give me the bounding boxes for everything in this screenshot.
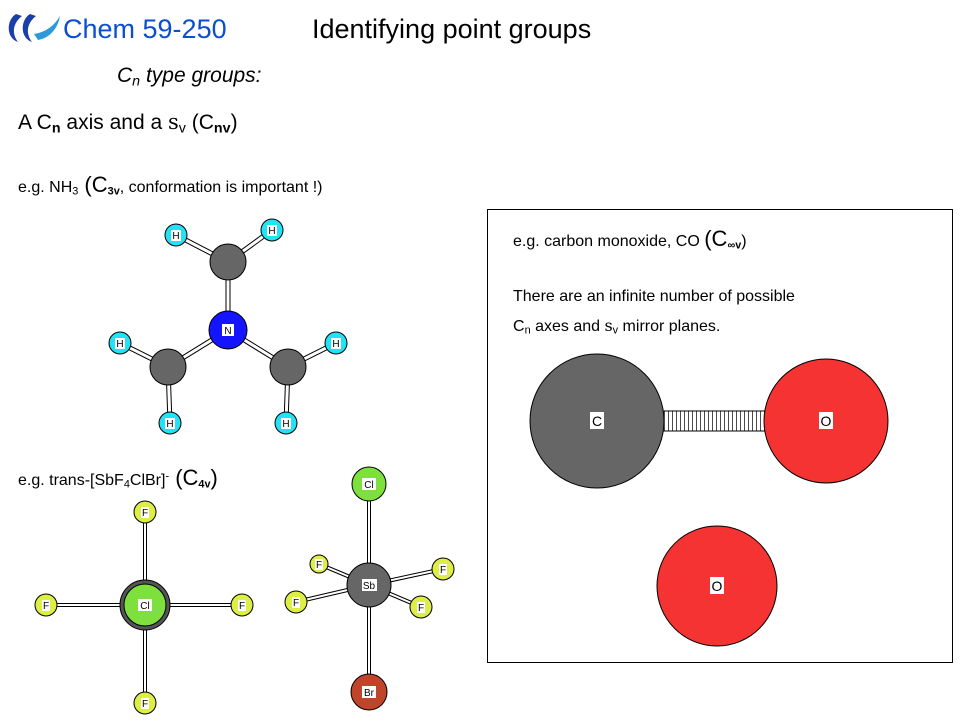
atom-label-H: H bbox=[282, 419, 289, 430]
atom-label-Cl: Cl bbox=[140, 601, 149, 612]
co-note-line-1: There are an infinite number of possible bbox=[513, 288, 795, 305]
section-subtitle: Cn type groups: bbox=[117, 64, 262, 90]
course-title: Chem 59-250 bbox=[63, 14, 227, 44]
atom-label-O: O bbox=[712, 578, 723, 594]
atom-label-Cl: Cl bbox=[364, 480, 373, 491]
co-molecule: C O bbox=[529, 353, 889, 489]
atom-label-C: C bbox=[592, 413, 602, 429]
atom-label-H: H bbox=[332, 339, 339, 350]
atom-label-H: H bbox=[172, 231, 179, 242]
atom-label-H: H bbox=[166, 419, 173, 430]
atom-label-H: H bbox=[268, 226, 275, 237]
nh3-atom-labels: N H H H H H H bbox=[115, 225, 341, 430]
university-logo-icon bbox=[8, 14, 60, 42]
nh3-lone-pair-top bbox=[209, 243, 247, 281]
nh3-example-caption: e.g. NH3 (C3v, conformation is important… bbox=[18, 172, 323, 198]
sigma-symbol: s bbox=[167, 110, 179, 134]
nh3-lone-pair-left bbox=[149, 348, 187, 386]
slide-title: Identifying point groups bbox=[312, 14, 592, 44]
atom-label-Sb: Sb bbox=[363, 581, 376, 592]
co-example-caption: e.g. carbon monoxide, CO (C∞v) bbox=[513, 226, 747, 252]
atom-label-H: H bbox=[116, 339, 123, 350]
atom-label-N: N bbox=[224, 326, 231, 337]
atom-label-F: F bbox=[43, 601, 49, 612]
nh3-molecule bbox=[108, 218, 348, 435]
atom-label-O: O bbox=[821, 413, 832, 429]
co-triple-bond bbox=[659, 410, 773, 432]
atom-label-F: F bbox=[293, 598, 299, 609]
sb-example-caption: e.g. trans-[SbF4ClBr]- (C4v) bbox=[18, 465, 218, 491]
co-note-line-2: Cn axes and sv mirror planes. bbox=[513, 316, 721, 337]
atom-label-F: F bbox=[440, 565, 446, 576]
atom-label-F: F bbox=[239, 601, 245, 612]
sigma-symbol: s bbox=[604, 316, 613, 335]
atom-label-F: F bbox=[316, 560, 322, 571]
nh3-lone-pair-right bbox=[269, 348, 307, 386]
atom-label-Br: Br bbox=[364, 688, 375, 699]
co-example-panel bbox=[487, 209, 953, 663]
atom-label-F: F bbox=[142, 699, 148, 710]
o-atom-end-view: O bbox=[656, 525, 778, 647]
sbf4clbr-front-view: Cl F F F F bbox=[34, 500, 254, 715]
atom-label-F: F bbox=[142, 508, 148, 519]
atom-label-F: F bbox=[418, 603, 424, 614]
cnv-definition: A Cn axis and a sv (Cnv) bbox=[18, 110, 238, 137]
sbf4clbr-perspective-view: Sb Cl Br F F F F bbox=[284, 466, 455, 711]
